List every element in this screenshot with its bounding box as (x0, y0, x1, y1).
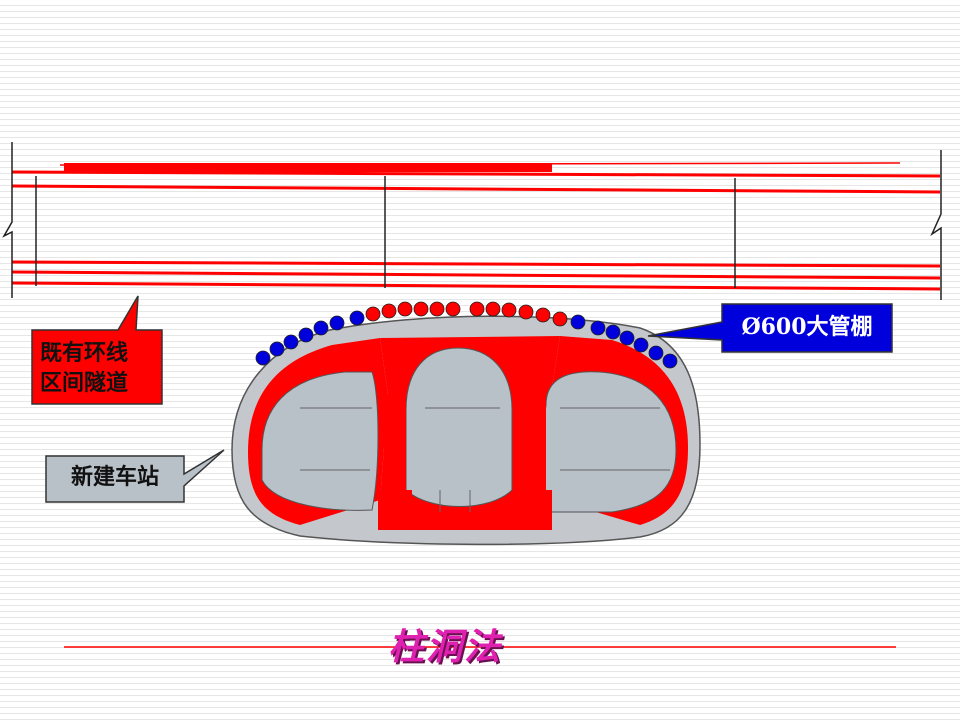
pipe-circle (619, 330, 635, 346)
pipe-circle (445, 301, 461, 317)
pipe-roof-label: Ø600大管棚 (741, 314, 873, 340)
pipe-circle (648, 345, 664, 361)
tunnel-line (11, 260, 941, 268)
pipe-circle (501, 302, 517, 318)
pipe-circle (570, 314, 586, 330)
pipe-circle (269, 341, 285, 357)
pipe-circle (255, 350, 271, 366)
tunnel-line (59, 162, 901, 166)
left-void (261, 371, 379, 511)
pipe-circle (365, 306, 381, 322)
pipe-circle (397, 301, 413, 317)
pipe-circle (590, 320, 606, 336)
pipe-circle (662, 353, 678, 369)
callout-pipe-roof (647, 303, 893, 353)
tunnel-line (11, 184, 941, 194)
pipe-circle (283, 334, 299, 350)
tunnel-line (11, 170, 941, 178)
left-column (384, 395, 406, 495)
pipe-circle (469, 301, 485, 317)
pipe-circle (535, 307, 551, 323)
station-section (231, 315, 701, 546)
pipe-circle (298, 327, 314, 343)
break-line-left (2, 142, 13, 298)
pipe-circle (429, 301, 445, 317)
tunnel-roof-slab (64, 163, 552, 172)
right-column-footing (518, 490, 552, 530)
pipe-circle (349, 310, 365, 326)
middle-void (405, 347, 513, 507)
pipe-circle (381, 303, 397, 319)
method-title: 柱洞法 (387, 626, 502, 668)
pipe-circle (313, 320, 329, 336)
new-station-label: 新建车站 (70, 464, 159, 490)
pipe-circle (413, 301, 429, 317)
rock-joints (300, 407, 670, 512)
right-column (524, 395, 546, 495)
callout-new-station (45, 449, 225, 503)
tunnel-line (11, 281, 941, 291)
break-line-right (930, 150, 942, 300)
left-column-footing (378, 490, 412, 530)
pipe-circle (518, 304, 534, 320)
existing-tunnel-label-line1: 既有环线 (40, 340, 129, 366)
existing-tunnel-label: 既有环线 区间隧道 (40, 338, 160, 398)
pipe-circle (485, 301, 501, 317)
callout-existing-tunnel (31, 295, 163, 405)
pipe-circle (552, 311, 568, 327)
existing-tunnel-label-line2: 区间隧道 (40, 370, 129, 396)
tunnel-line (11, 270, 941, 280)
pipe-circle (329, 315, 345, 331)
pipe-circle (633, 337, 649, 353)
pipe-circle (605, 324, 621, 340)
pipe-roof (255, 301, 678, 369)
existing-tunnel (2, 142, 942, 300)
